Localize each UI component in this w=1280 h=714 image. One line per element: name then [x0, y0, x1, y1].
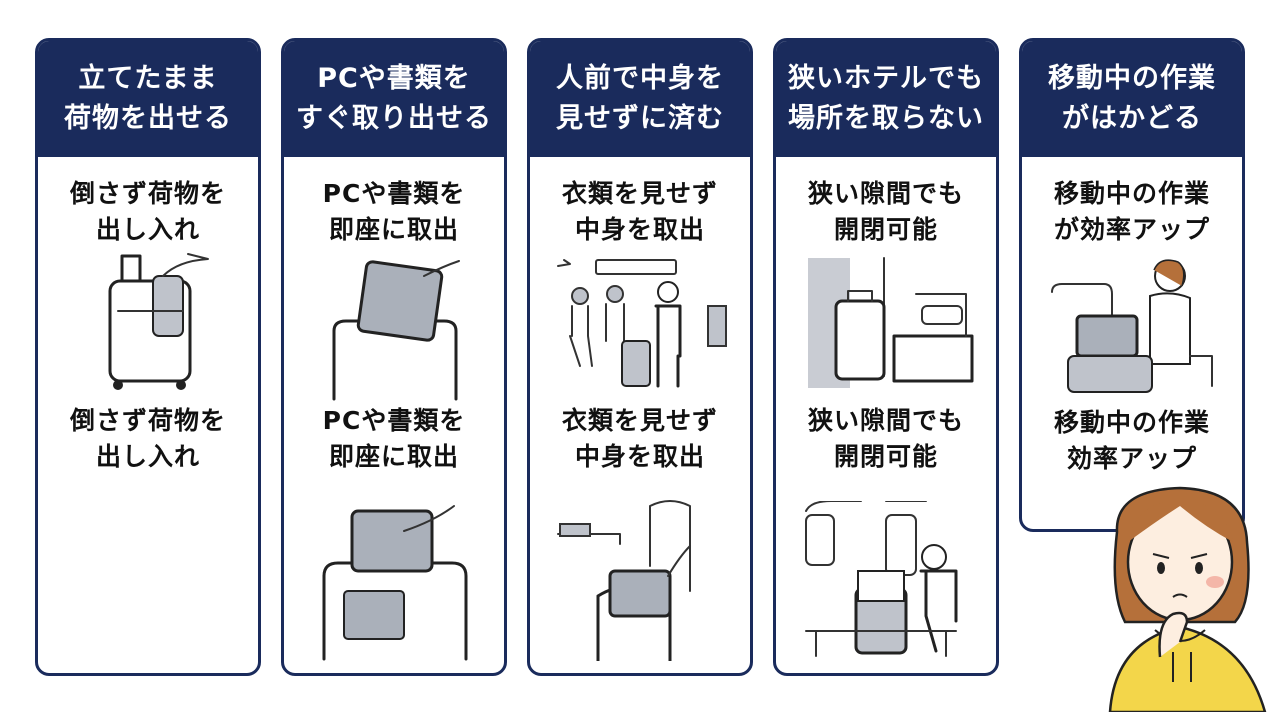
feature-card-documents: PCや書類を すぐ取り出せる PCや書類を 即座に取出 PCや書類を 即座に取出 [281, 38, 507, 676]
card-label-top: 移動中の作業 が効率アップ [1053, 179, 1210, 244]
laptop-icon [332, 260, 460, 401]
card-label-bottom: PCや書類を 即座に取出 [322, 406, 466, 471]
thinking-woman-icon [1108, 486, 1267, 712]
card-title: 立てたまま 荷物を出せる [38, 41, 258, 157]
card-label-bottom: 倒さず荷物を 出し入れ [69, 406, 226, 471]
train-seat-icon [805, 501, 958, 657]
feature-card-upright: 立てたまま 荷物を出せる 倒さず荷物を 出し入れ 倒さず荷物を 出し入れ [35, 38, 261, 676]
card-label-top: 狭い隙間でも 開閉可能 [807, 179, 964, 244]
feature-card-work: 移動中の作業 がはかどる 移動中の作業 が効率アップ 移動中の作業 効率アップ [1019, 38, 1245, 532]
card-label-top: 衣類を見せず 中身を取出 [561, 179, 718, 244]
card-label-top: PCや書類を 即座に取出 [322, 179, 466, 244]
laptop-icon [322, 505, 468, 661]
hotel-room-icon [808, 257, 974, 388]
card-title: PCや書類を すぐ取り出せる [284, 41, 504, 157]
card-title: 人前で中身を 見せずに済む [530, 41, 750, 157]
card-label-bottom: 衣類を見せず 中身を取出 [561, 406, 718, 471]
airport-icon [557, 500, 691, 661]
train-seat-icon [1051, 259, 1213, 393]
card-label-top: 倒さず荷物を 出し入れ [69, 179, 226, 244]
feature-card-privacy: 人前で中身を 見せずに済む 衣類を見せず 中身を取出 衣類を見せず 中身を取出 [527, 38, 753, 676]
card-title: 移動中の作業 がはかどる [1022, 41, 1242, 157]
card-title: 狭いホテルでも 場所を取らない [776, 41, 996, 157]
suitcase-icon [108, 253, 209, 390]
airport-icon [557, 259, 727, 388]
card-label-bottom: 狭い隙間でも 開閉可能 [807, 406, 964, 471]
feature-card-hotel: 狭いホテルでも 場所を取らない 狭い隙間でも 開閉可能 狭い隙間でも 開閉可能 [773, 38, 999, 676]
card-label-bottom: 移動中の作業 効率アップ [1053, 408, 1210, 473]
